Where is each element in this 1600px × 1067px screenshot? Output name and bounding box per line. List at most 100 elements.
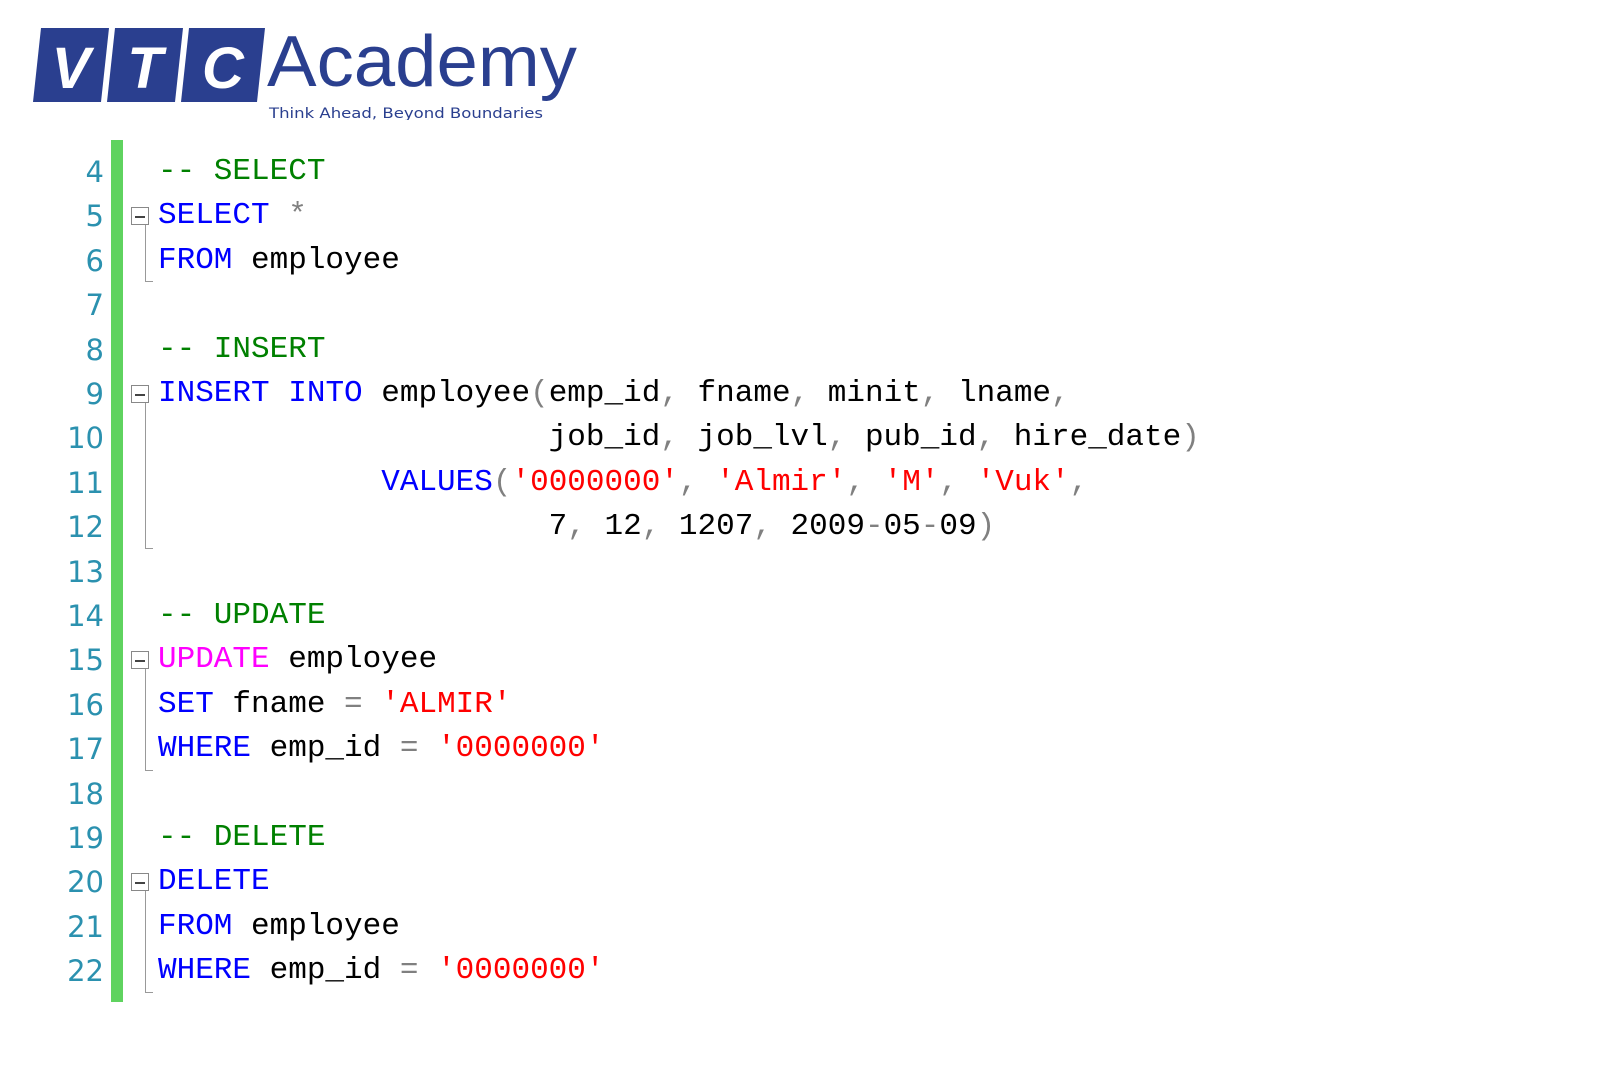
code-line[interactable]: 14 -- UPDATE (0, 594, 1500, 638)
comment: -- UPDATE (158, 598, 326, 633)
punctuation: , (641, 509, 661, 545)
identifier: minit (809, 376, 921, 411)
line-number: 10 (67, 421, 104, 456)
punctuation: , (939, 464, 959, 500)
line-number: 22 (67, 954, 104, 989)
identifier (270, 376, 289, 411)
string-literal: 'M' (883, 464, 940, 500)
code-line[interactable]: 10 job_id, job_lvl, pub_id, hire_date) (0, 416, 1500, 460)
line-number: 7 (85, 288, 104, 323)
punctuation: * (288, 198, 307, 234)
line-number: 12 (67, 510, 104, 545)
line-number: 13 (67, 554, 104, 589)
keyword: WHERE (158, 731, 252, 767)
code-text: FROM employee (158, 239, 400, 283)
code-text: -- INSERT (158, 328, 325, 372)
punctuation: , (920, 376, 940, 411)
punctuation: ( (530, 376, 549, 411)
svg-text:C: C (202, 36, 245, 101)
keyword: SELECT (158, 198, 270, 234)
identifier: 7 (158, 509, 568, 545)
code-line[interactable]: 15 UPDATE employee (0, 638, 1500, 682)
code-line[interactable]: 21 FROM employee (0, 905, 1500, 949)
keyword: VALUES (381, 464, 493, 500)
punctuation: , (976, 420, 996, 456)
line-number: 11 (67, 465, 104, 500)
line-number: 8 (85, 332, 104, 367)
line-number: 18 (67, 776, 104, 811)
fold-guide (145, 403, 146, 548)
punctuation: , (567, 509, 586, 545)
keyword: FROM (158, 242, 233, 278)
keyword: DELETE (158, 864, 270, 900)
code-line[interactable]: 19 -- DELETE (0, 816, 1500, 860)
code-text: FROM employee (158, 905, 400, 949)
line-number: 21 (67, 909, 104, 944)
punctuation: , (678, 464, 698, 500)
code-text: SELECT * (158, 194, 307, 238)
identifier (958, 465, 977, 500)
line-number: 9 (85, 377, 104, 411)
line-number: 19 (67, 821, 104, 855)
identifier: job_id (158, 420, 661, 456)
identifier: emp_id (251, 731, 400, 767)
punctuation: = (399, 953, 419, 989)
line-number: 6 (85, 243, 104, 278)
identifier (698, 465, 717, 500)
code-line[interactable]: 5 SELECT * (0, 194, 1500, 238)
code-text: UPDATE employee (158, 638, 437, 682)
identifier (363, 687, 382, 722)
code-text: DELETE (158, 860, 270, 904)
collapse-icon[interactable] (131, 651, 149, 670)
line-number: 15 (67, 643, 104, 678)
punctuation: , (1069, 464, 1089, 500)
identifier: job_lvl (678, 420, 828, 456)
string-literal: 'ALMIR' (381, 686, 512, 722)
identifier: 09 (939, 509, 977, 545)
line-number: 14 (67, 599, 104, 633)
comment: -- INSERT (158, 331, 326, 367)
punctuation: , (790, 376, 810, 411)
string-literal: '0000000' (437, 731, 605, 767)
code-text: WHERE emp_id = '0000000' (158, 727, 605, 771)
identifier: 05 (883, 509, 921, 545)
punctuation: ) (1181, 420, 1200, 456)
collapse-icon[interactable] (131, 873, 149, 892)
identifier: employee (232, 242, 400, 278)
code-line[interactable]: 11 VALUES('0000000', 'Almir', 'M', 'Vuk'… (0, 461, 1500, 505)
comment: -- DELETE (158, 820, 326, 855)
code-text: VALUES('0000000', 'Almir', 'M', 'Vuk', (158, 461, 1088, 505)
fold-end-marker (145, 991, 153, 993)
collapse-icon[interactable] (131, 385, 149, 403)
line-number: 4 (85, 155, 104, 189)
svg-text:V: V (52, 36, 95, 101)
punctuation: ( (492, 464, 512, 500)
code-line[interactable]: 6 FROM employee (0, 239, 1500, 283)
code-line[interactable]: 13 (0, 550, 1500, 594)
code-line[interactable]: 8 -- INSERT (0, 328, 1500, 372)
change-tracking-bar (111, 140, 123, 1002)
identifier: emp_id (251, 953, 400, 989)
code-line[interactable]: 7 (0, 283, 1500, 327)
punctuation: - (864, 509, 884, 545)
keyword: UPDATE (158, 642, 270, 678)
punctuation: = (399, 731, 419, 767)
punctuation: , (660, 376, 679, 411)
fold-guide (145, 669, 146, 770)
collapse-icon[interactable] (131, 207, 149, 226)
identifier: emp_id (548, 376, 661, 411)
identifier: fname (213, 686, 345, 722)
keyword: INTO (288, 376, 363, 411)
code-line[interactable]: 4-- SELECT (0, 150, 1500, 194)
code-line[interactable]: 18 (0, 772, 1500, 816)
identifier: hire_date (995, 420, 1182, 456)
identifier: employee (362, 376, 531, 411)
code-line[interactable]: 12 7, 12, 1207, 2009-05-09) (0, 505, 1500, 549)
punctuation: , (1051, 376, 1070, 411)
line-number: 5 (85, 199, 104, 234)
